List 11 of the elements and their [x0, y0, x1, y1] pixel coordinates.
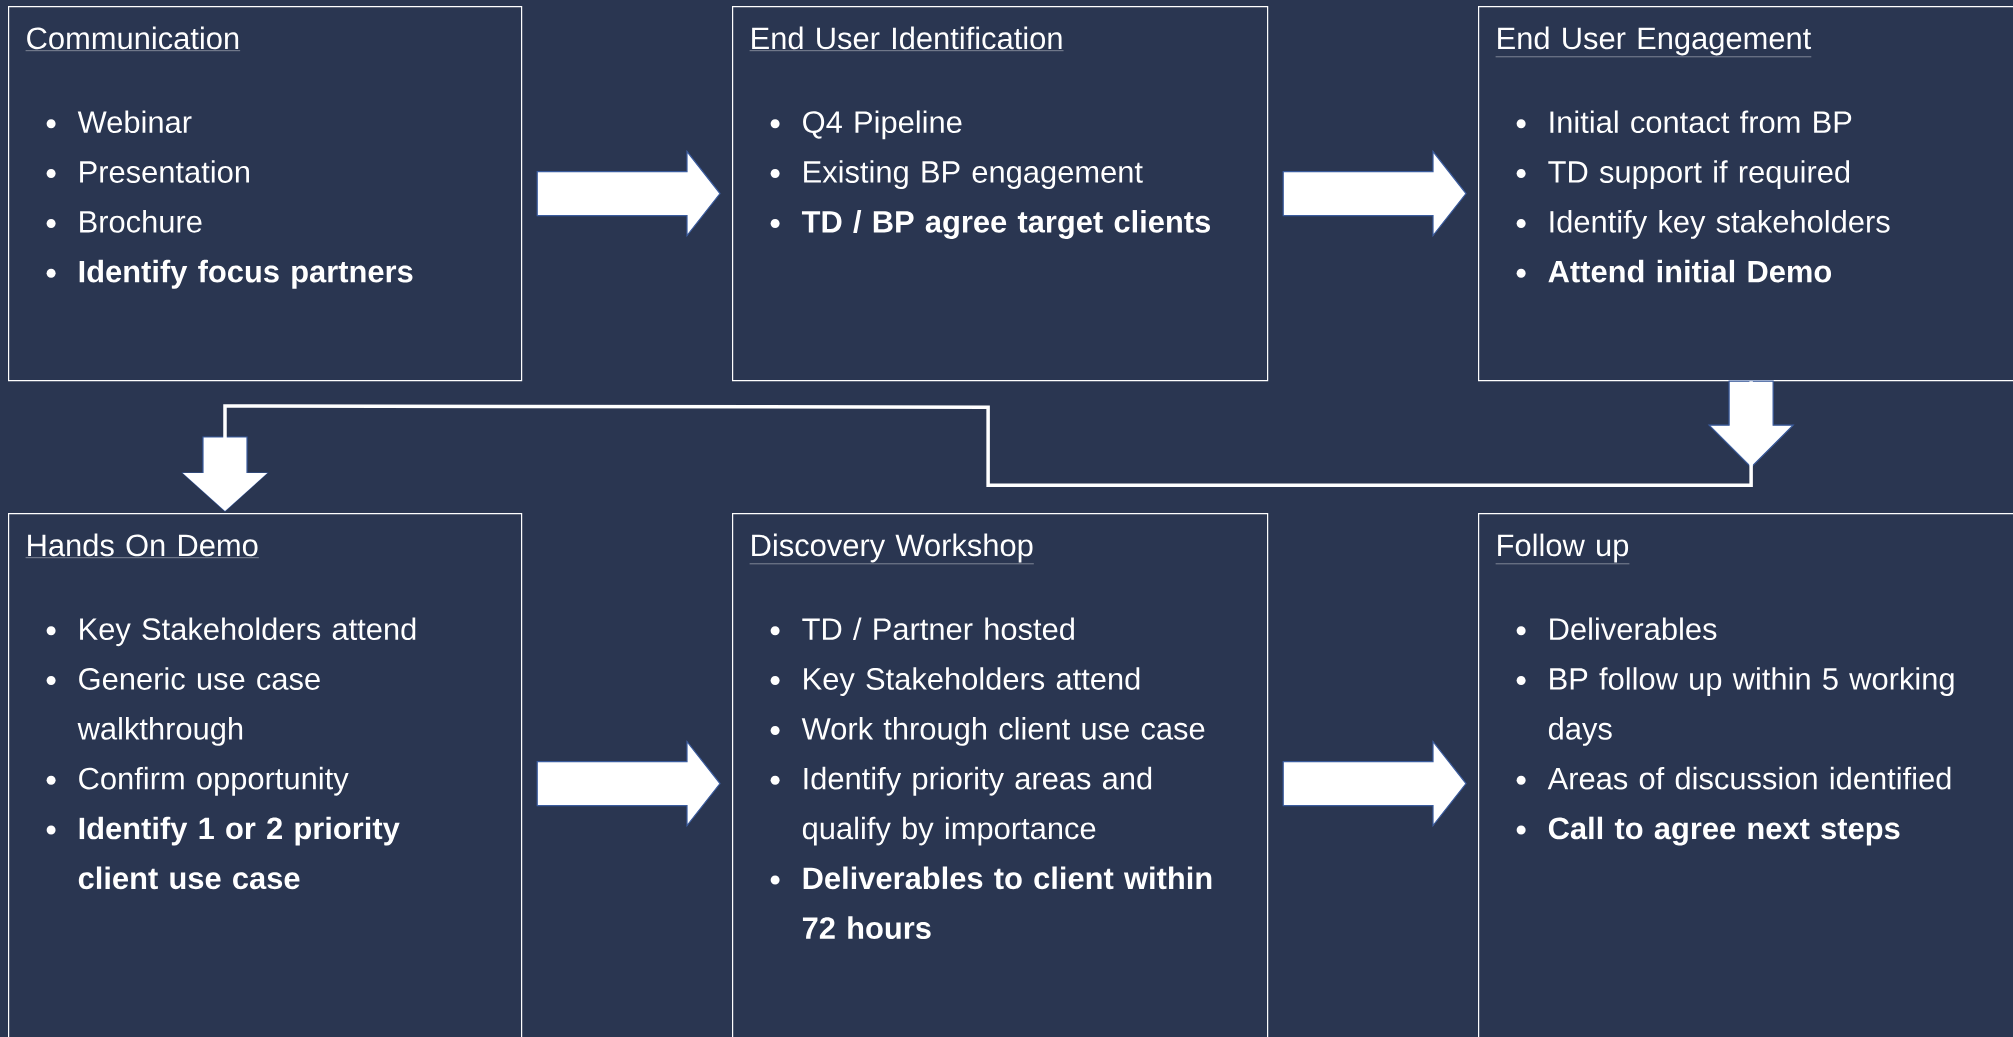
process-box: Follow up Deliverables BP follow up within 5 working days Areas of discussion identified Call to agree next steps [1478, 513, 2013, 1037]
arrow [536, 739, 721, 828]
arrow [1282, 149, 1467, 238]
process-box: Hands On Demo Key Stakeholders attend Generic use case walkthrough Confirm opportunity Identify 1 or 2 priority client use case [8, 513, 523, 1037]
arrow [536, 149, 721, 238]
process-box: End User Identification Q4 Pipeline Existing BP engagement TD / BP agree target clients [732, 6, 1269, 382]
arrow [181, 380, 1795, 512]
process-box: Discovery Workshop TD / Partner hosted Key Stakeholders attend Work through client use case Identify priority areas and qualify by importance Deliverables to client within 72 hours [732, 513, 1269, 1037]
process-box: End User Engagement Initial contact from BP TD support if required Identify key stakeholders Attend initial Demo [1478, 6, 2013, 382]
process-box: Communication Webinar Presentation Brochure Identify focus partners [8, 6, 523, 382]
arrow [1282, 739, 1467, 828]
